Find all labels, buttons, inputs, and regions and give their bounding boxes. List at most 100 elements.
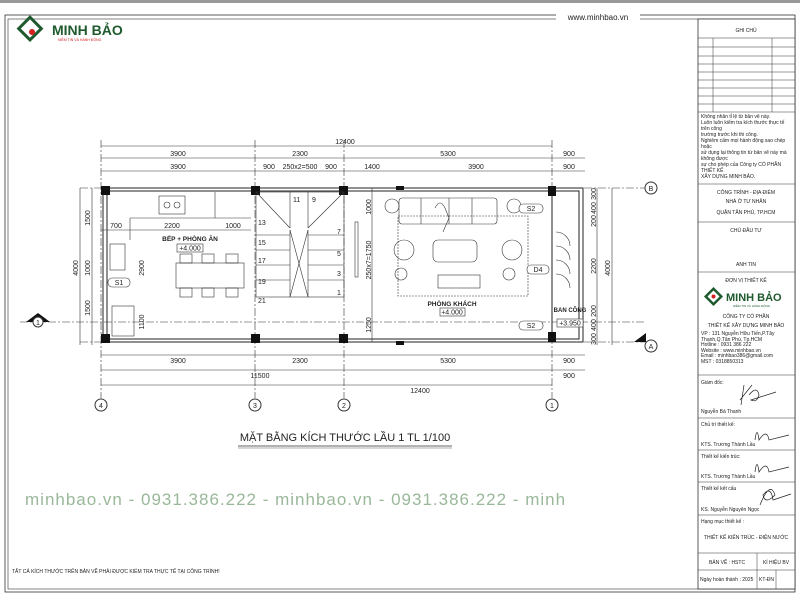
notes-header: GHI CHÚ (735, 27, 757, 34)
svg-text:13: 13 (258, 220, 266, 227)
svg-text:Hạng mục thiết kế :: Hạng mục thiết kế : (701, 519, 744, 525)
company-address: VP : 131 Nguyễn Hữu Tiến,P.Tây Thạnh,Q.T… (701, 331, 775, 343)
note-line: sự cho phép của Công ty CỔ PHẦN THIẾT KẾ (701, 162, 782, 174)
svg-text:900: 900 (563, 373, 575, 380)
svg-text:Giám đốc:: Giám đốc: (701, 380, 724, 386)
svg-text:300: 300 (591, 188, 598, 200)
svg-text:1000: 1000 (85, 260, 92, 276)
svg-text:1: 1 (337, 290, 341, 297)
svg-text:THIẾT KẾ KIẾN TRÚC - ĐIỆN NƯỚC: THIẾT KẾ KIẾN TRÚC - ĐIỆN NƯỚC (704, 533, 789, 541)
svg-text:400: 400 (591, 319, 598, 331)
svg-text:19: 19 (258, 279, 266, 286)
dimensions-right: 300 400 200 2200 200 400 300 4000 (591, 188, 613, 345)
svg-text:1000: 1000 (366, 199, 373, 215)
svg-text:12400: 12400 (335, 139, 355, 146)
website-label: www.minhbao.vn (567, 13, 628, 22)
svg-text:2300: 2300 (292, 358, 308, 365)
top-edge (0, 0, 800, 3)
svg-text:Thiết kế kiến trúc:: Thiết kế kiến trúc: (701, 454, 740, 460)
svg-text:4000: 4000 (73, 260, 80, 276)
svg-text:1100: 1100 (139, 314, 146, 329)
note-line: XÂY DỰNG MINH BẢO. (701, 174, 756, 180)
dimensions-top: 12400 3900 2300 5300 900 3900 900 250x2=… (101, 139, 585, 172)
svg-text:ĐƠN VỊ THIẾT KẾ: ĐƠN VỊ THIẾT KẾ (725, 277, 767, 284)
svg-text:Chủ trì thiết kế:: Chủ trì thiết kế: (701, 421, 735, 428)
svg-text:700: 700 (110, 223, 122, 230)
company-email: Email : minhbao386@gmail.com (701, 353, 774, 360)
company-info: VP : 131 Nguyễn Hữu Tiến,P.Tây Thạnh,Q.T… (701, 331, 794, 366)
svg-text:900: 900 (563, 358, 575, 365)
svg-text:3900: 3900 (170, 164, 186, 171)
svg-text:200: 200 (591, 215, 598, 227)
svg-text:CÔNG TY CỔ PHẦN: CÔNG TY CỔ PHẦN (723, 313, 770, 320)
svg-text:3900: 3900 (170, 151, 186, 158)
svg-text:ANH TIN: ANH TIN (736, 262, 756, 268)
floor-plan: 700 2200 1000 2900 1100 BẾP + PHÒNG ĂN +… (101, 186, 587, 345)
svg-text:900: 900 (325, 164, 337, 171)
company-tax-id: MST : 0318850313 (701, 358, 744, 365)
svg-text:2200: 2200 (591, 258, 598, 274)
svg-text:400: 400 (591, 202, 598, 214)
svg-text:5300: 5300 (440, 151, 456, 158)
svg-text:2300: 2300 (292, 151, 308, 158)
svg-text:KT-ĐN: KT-ĐN (759, 577, 774, 583)
svg-text:1250: 1250 (366, 317, 373, 333)
svg-text:1: 1 (550, 403, 554, 410)
svg-text:3900: 3900 (170, 358, 186, 365)
signatures (739, 384, 792, 506)
dimensions-bottom: 3900 2300 5300 900 11500 900 12400 (101, 354, 585, 395)
note-line: Luôn luôn kiểm tra kích thước thực tế tr… (701, 120, 785, 132)
svg-text:15: 15 (258, 240, 266, 247)
svg-text:A: A (649, 344, 654, 351)
svg-text:KTS. Trương Thành Lầu: KTS. Trương Thành Lầu (701, 474, 756, 480)
dimensions-left: 4000 1500 1000 1500 (73, 188, 93, 345)
svg-text:MINH BẢO: MINH BẢO (726, 291, 782, 304)
svg-text:4: 4 (99, 403, 103, 410)
title-block: GHI CHÚ CÔNG TRÌNH - ĐỊA ĐIỂM NHÀ Ở TƯ N… (697, 18, 796, 590)
room-label-balcony: BAN CÔNG (554, 306, 587, 314)
svg-text:KÍ HIỆU BV: KÍ HIỆU BV (763, 558, 790, 566)
svg-text:3900: 3900 (468, 164, 484, 171)
svg-text:1000: 1000 (225, 223, 241, 230)
level-balcony: +3.950 (559, 321, 581, 328)
svg-text:Thiết kế kết cấu: Thiết kế kết cấu (701, 486, 737, 492)
svg-text:NIỀM TIN VÀ HÀNH ĐỘNG: NIỀM TIN VÀ HÀNH ĐỘNG (58, 37, 102, 42)
watermark: minhbao.vn - 0931.386.222 - minhbao.vn -… (25, 490, 566, 509)
svg-text:B: B (649, 186, 654, 193)
svg-text:21: 21 (258, 298, 266, 305)
svg-text:1500: 1500 (85, 300, 92, 316)
footer-note: TẤT CẢ KÍCH THƯỚC TRÊN BẢN VẼ PHẢI ĐƯỢC … (12, 567, 220, 575)
svg-text:250x7=1750: 250x7=1750 (366, 241, 373, 280)
svg-text:KTS. Trương Thành Lầu: KTS. Trương Thành Lầu (701, 442, 756, 448)
svg-text:NIỀM TIN VÀ HÀNH ĐỘNG: NIỀM TIN VÀ HÀNH ĐỘNG (733, 303, 771, 308)
axis-bubbles: 4 3 2 1 B A 1 (26, 181, 658, 412)
svg-text:1: 1 (36, 320, 40, 327)
svg-text:KS. Nguyễn Nguyên Ngọc: KS. Nguyễn Nguyên Ngọc (701, 506, 760, 513)
svg-text:900: 900 (563, 151, 575, 158)
svg-text:THIẾT KẾ XÂY DỰNG MINH BẢO: THIẾT KẾ XÂY DỰNG MINH BẢO (708, 322, 785, 329)
svg-text:900: 900 (263, 164, 275, 171)
company-website: Website : www.minhbao.vn (701, 347, 761, 354)
svg-text:11500: 11500 (251, 373, 270, 380)
grid-axes (20, 140, 645, 398)
tag-s1: S1 (115, 280, 124, 287)
stair-treads (256, 234, 344, 281)
svg-text:300: 300 (591, 333, 598, 345)
level-living: +4.000 (441, 310, 463, 317)
svg-text:200: 200 (591, 305, 598, 317)
svg-text:Ngày hoàn thành : 2025: Ngày hoàn thành : 2025 (700, 577, 754, 583)
svg-text:12400: 12400 (410, 388, 430, 395)
svg-text:3: 3 (253, 403, 257, 410)
note-line: sử dụng lại thông tin từ bản vẽ này mà k… (701, 150, 787, 162)
svg-text:NHÀ Ở TƯ NHÂN: NHÀ Ở TƯ NHÂN (726, 198, 767, 205)
svg-text:11: 11 (293, 197, 300, 204)
svg-text:2200: 2200 (164, 223, 180, 230)
svg-text:7: 7 (337, 229, 341, 236)
svg-text:BẢN VẼ : HSTC: BẢN VẼ : HSTC (709, 559, 746, 566)
svg-text:3: 3 (337, 271, 341, 278)
svg-text:250x2=500: 250x2=500 (283, 164, 318, 171)
svg-text:9: 9 (312, 197, 316, 204)
note-line: Không nhân tỉ lệ từ bản vẽ này. (701, 114, 771, 120)
company-logo: MINH BẢO NIỀM TIN VÀ HÀNH ĐỘNG (703, 286, 782, 308)
